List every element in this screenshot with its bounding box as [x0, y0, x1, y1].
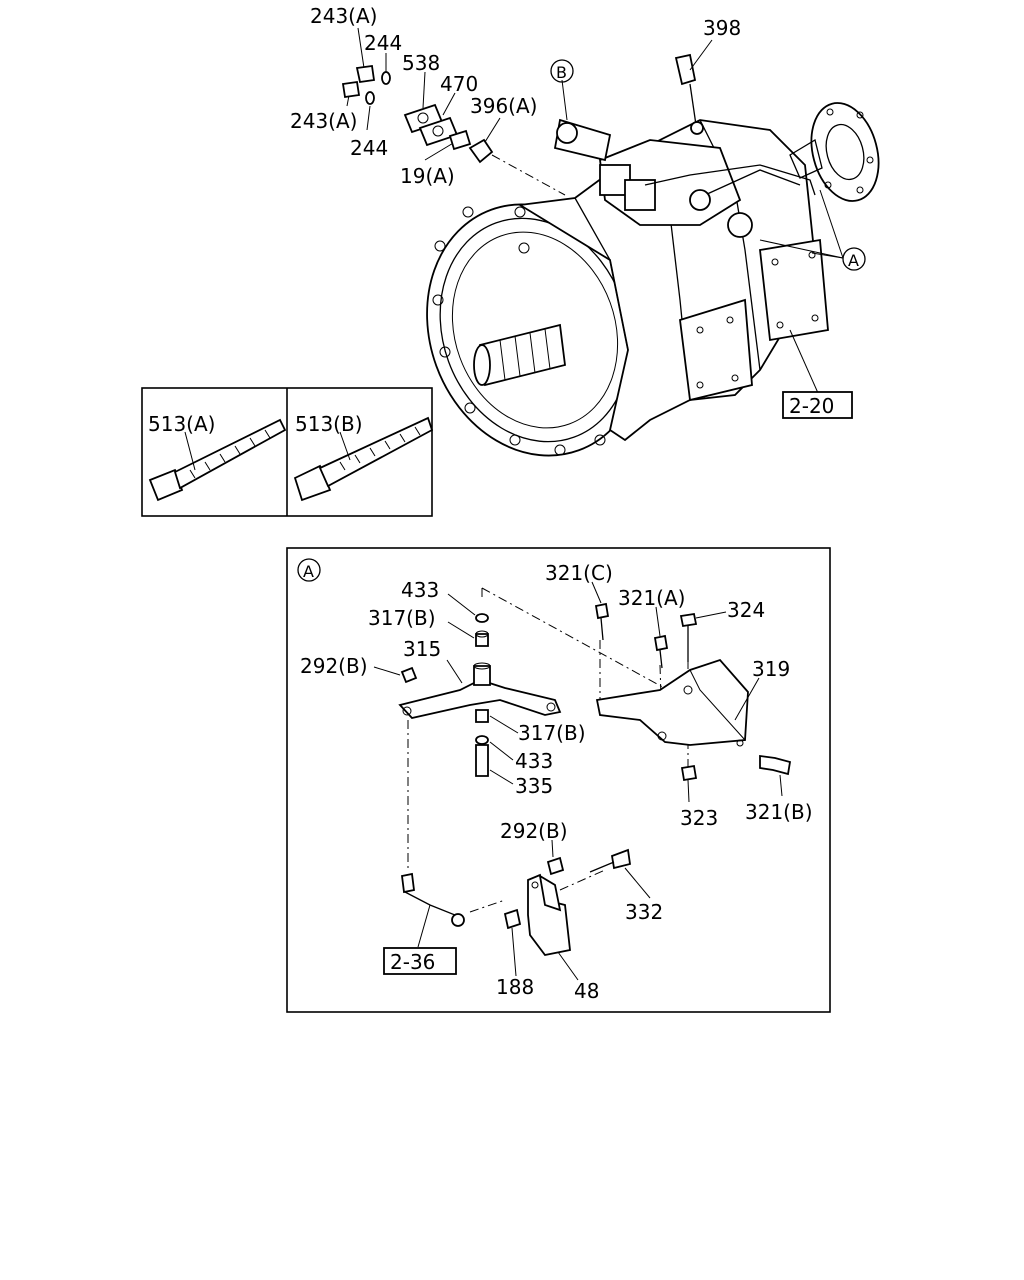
- plug-assembly-parts: [341, 64, 566, 196]
- detail-a-panel: A: [286, 547, 831, 1013]
- callout-244-bottom: 244: [350, 136, 388, 160]
- callout-396a: 396(A): [470, 94, 537, 118]
- reference-box-2-20: 2-20: [782, 391, 853, 419]
- callout-323: 323: [680, 806, 718, 830]
- callout-513a: 513(A): [148, 412, 215, 436]
- callout-321a: 321(A): [618, 586, 685, 610]
- callout-243a-top: 243(A): [310, 4, 377, 28]
- callout-315: 315: [403, 637, 441, 661]
- transmission-illustration: [426, 53, 880, 457]
- callout-317b-mid: 317(B): [518, 721, 586, 745]
- callout-317b-top: 317(B): [368, 606, 436, 630]
- callout-335: 335: [515, 774, 553, 798]
- callout-292b-right: 292(B): [500, 819, 568, 843]
- svg-text:2-20: 2-20: [789, 394, 834, 418]
- callout-433-mid: 433: [515, 749, 553, 773]
- callout-48: 48: [574, 979, 599, 1003]
- svg-text:A: A: [848, 251, 859, 270]
- callout-470: 470: [440, 72, 478, 96]
- reference-marker-a: A: [842, 247, 866, 271]
- callout-398: 398: [703, 16, 741, 40]
- callout-538: 538: [402, 51, 440, 75]
- callout-513b: 513(B): [295, 412, 363, 436]
- svg-text:A: A: [303, 562, 314, 581]
- callout-19a: 19(A): [400, 164, 455, 188]
- callout-244-top: 244: [364, 31, 402, 55]
- reference-box-2-36: 2-36: [383, 947, 457, 975]
- callout-243a-bottom: 243(A): [290, 109, 357, 133]
- detail-a-marker: A: [297, 558, 321, 582]
- callout-321b: 321(B): [745, 800, 813, 824]
- svg-text:B: B: [556, 63, 567, 82]
- callout-319: 319: [752, 657, 790, 681]
- callout-188: 188: [496, 975, 534, 999]
- callout-433-top: 433: [401, 578, 439, 602]
- cable-tie-panel: 513(A) 513(B): [141, 387, 434, 517]
- callout-332: 332: [625, 900, 663, 924]
- callout-321c: 321(C): [545, 561, 613, 585]
- callout-324: 324: [727, 598, 765, 622]
- svg-text:2-36: 2-36: [390, 950, 435, 974]
- reference-marker-b: B: [550, 59, 574, 83]
- callout-292b-left: 292(B): [300, 654, 368, 678]
